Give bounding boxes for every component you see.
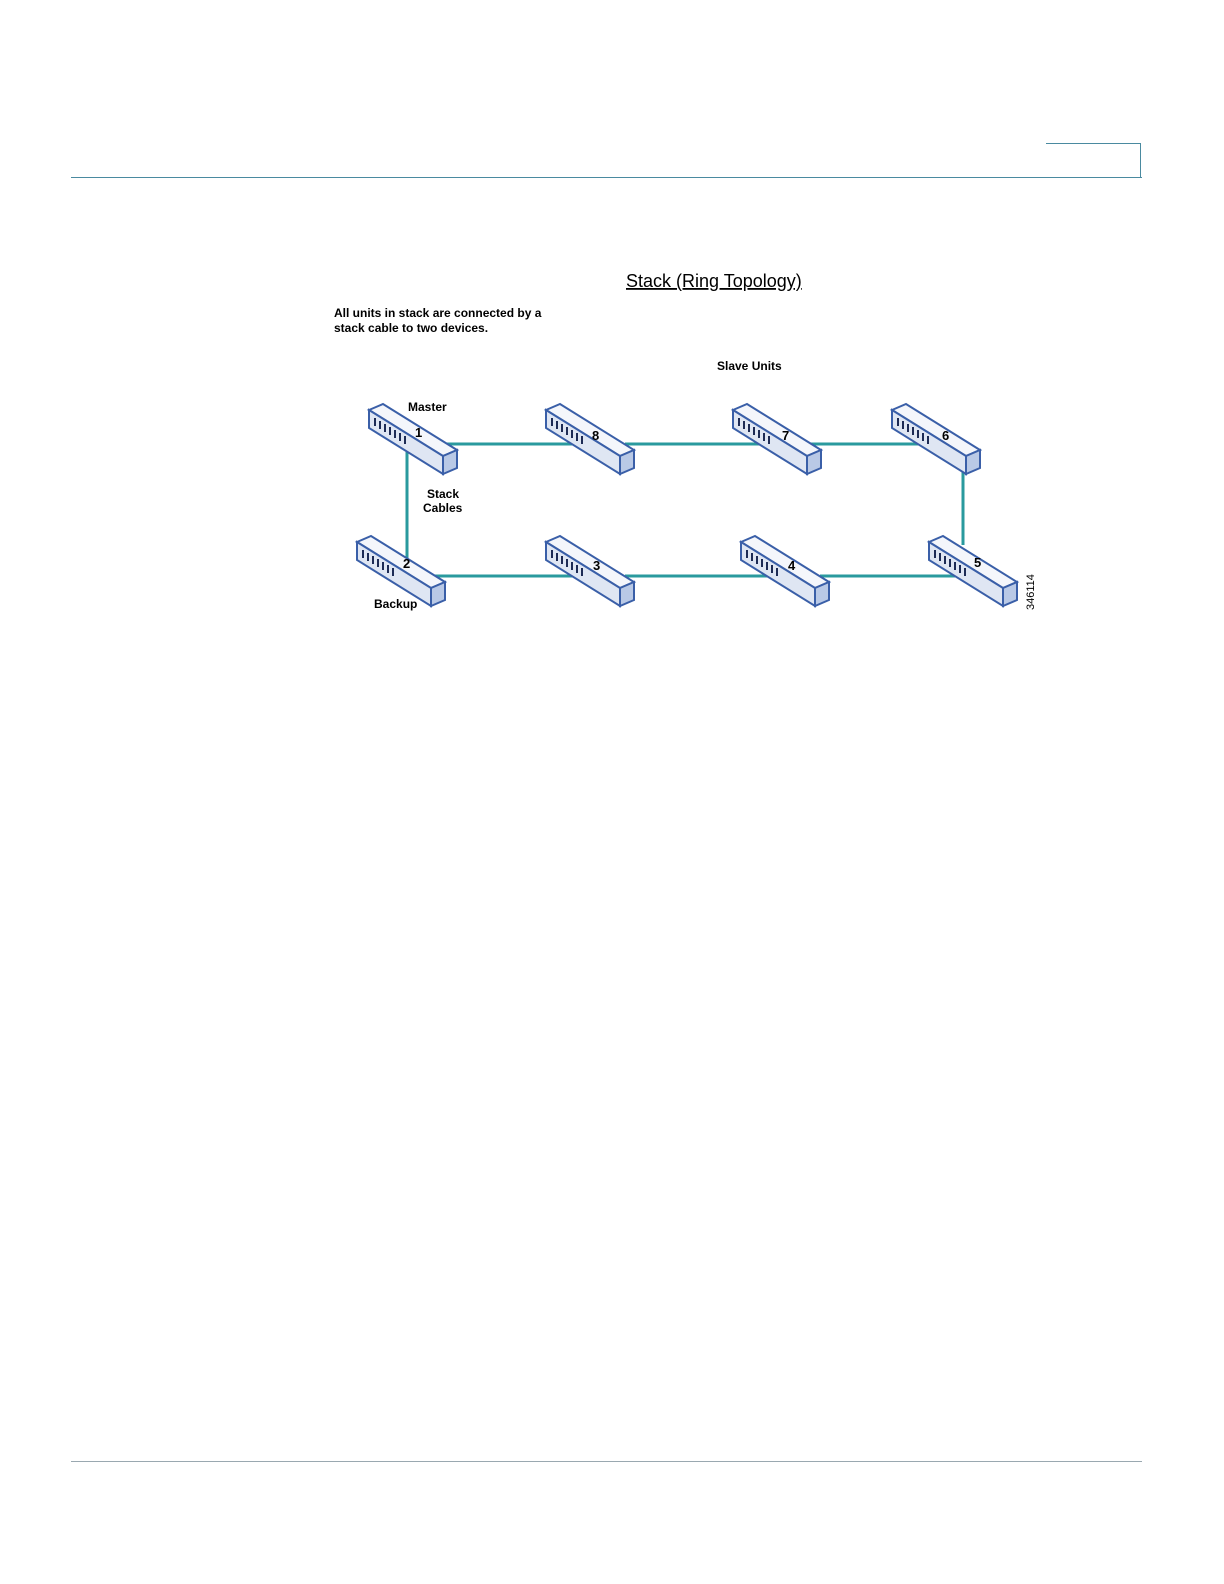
stack-cables-label-line-2: Cables <box>423 501 463 515</box>
unit-number-4: 4 <box>788 558 796 573</box>
switch-unit-7 <box>733 404 821 474</box>
slave-units-label: Slave Units <box>717 359 782 373</box>
switch-unit-5 <box>929 536 1017 606</box>
backup-label: Backup <box>374 597 417 611</box>
unit-number-7: 7 <box>782 428 789 443</box>
figure-id: 346114 <box>1025 574 1037 610</box>
unit-number-3: 3 <box>593 558 600 573</box>
switch-unit-3 <box>546 536 634 606</box>
unit-number-6: 6 <box>942 428 949 443</box>
switch-unit-2 <box>357 536 445 606</box>
figure-title: Stack (Ring Topology) <box>626 271 802 291</box>
stack-cables-label-line-1: Stack <box>427 487 459 501</box>
stack-cables <box>407 444 963 576</box>
switch-unit-8 <box>546 404 634 474</box>
description-line-1: All units in stack are connected by a <box>334 306 542 320</box>
unit-number-2: 2 <box>403 556 410 571</box>
switch-unit-4 <box>741 536 829 606</box>
unit-number-5: 5 <box>974 555 981 570</box>
switch-unit-1 <box>369 404 457 474</box>
switch-unit-6 <box>892 404 980 474</box>
master-label: Master <box>408 400 447 414</box>
description-line-2: stack cable to two devices. <box>334 321 488 335</box>
unit-number-1: 1 <box>415 425 422 440</box>
unit-number-8: 8 <box>592 428 599 443</box>
